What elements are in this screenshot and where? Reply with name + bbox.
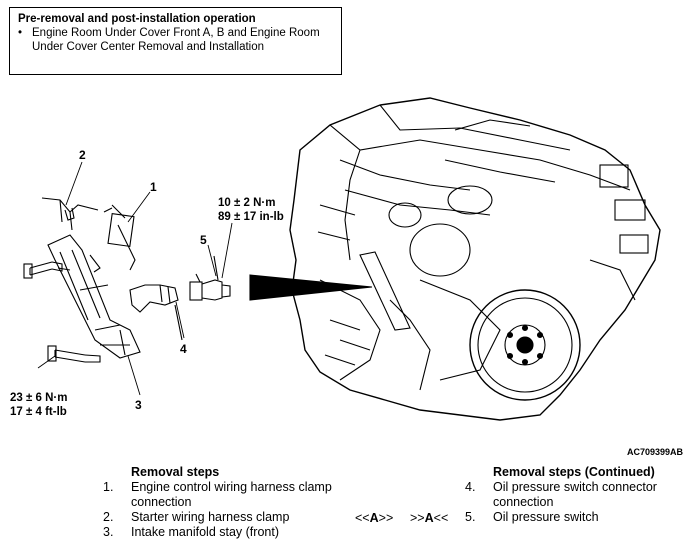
bolt-lower [47, 345, 101, 363]
callout-1: 1 [150, 180, 157, 194]
ref-left-pre: << [355, 511, 370, 525]
engine-illustration [289, 97, 661, 421]
pre-removal-item: • Engine Room Under Cover Front A, B and… [18, 26, 333, 54]
torque-spec-switch: 10 ± 2 N·m 89 ± 17 in-lb [218, 196, 284, 224]
step-num: 4. [465, 480, 476, 494]
ref-mark-right: >>A<< [410, 511, 448, 525]
ref-mark-left: <<A>> [355, 511, 393, 525]
bolt-upper [23, 261, 63, 279]
step-text: Starter wiring harness clamp [131, 510, 290, 524]
harness-clamp-part [41, 197, 99, 231]
step-5: 5. Oil pressure switch [465, 510, 685, 525]
step-text: Oil pressure switch [493, 510, 599, 524]
removal-cont-heading: Removal steps (Continued) [493, 465, 655, 479]
torque-ftlb-stay: 17 ± 4 ft-lb [10, 406, 67, 418]
torque-spec-stay: 23 ± 6 N·m 17 ± 4 ft-lb [10, 391, 67, 419]
bullet: • [18, 27, 23, 39]
step-3: 3. Intake manifold stay (front) [103, 525, 333, 540]
callout-5: 5 [200, 233, 207, 247]
step-2: 2. Starter wiring harness clamp [103, 510, 333, 525]
ref-right-pre: >> [410, 511, 425, 525]
intake-manifold-stay [47, 234, 141, 359]
step-1: 1. Engine control wiring harness clamp co… [103, 480, 333, 510]
pointer-arrow [249, 274, 373, 301]
torque-nm-stay: 23 ± 6 N·m [10, 392, 68, 404]
torque-nm-switch: 10 ± 2 N·m [218, 197, 276, 209]
removal-steps: Removal steps 1. Engine control wiring ha… [103, 465, 333, 540]
torque-inlb-switch: 89 ± 17 in-lb [218, 211, 284, 223]
callout-2: 2 [79, 148, 86, 162]
removal-heading: Removal steps [131, 465, 220, 479]
step-text: Engine control wiring harness clamp conn… [131, 480, 332, 509]
step-4: 4. Oil pressure switch connector connecti… [465, 480, 685, 510]
pre-removal-item-text: Engine Room Under Cover Front A, B and E… [32, 27, 320, 53]
step-num: 2. [103, 510, 114, 524]
pre-removal-title: Pre-removal and post-installation operat… [18, 13, 256, 25]
removal-steps-continued: Removal steps (Continued) 4. Oil pressure… [465, 465, 685, 525]
callout-4: 4 [180, 342, 187, 356]
pre-removal-box: Pre-removal and post-installation operat… [9, 7, 342, 75]
oil-pressure-connector [129, 284, 183, 341]
oil-pressure-switch [189, 255, 231, 301]
step-text: Oil pressure switch connector connection [493, 480, 657, 509]
ref-right-letter: A [424, 511, 434, 525]
wiring-connector-part [103, 204, 136, 271]
callout-3: 3 [135, 398, 142, 412]
ref-left-letter: A [369, 511, 379, 525]
step-num: 3. [103, 525, 114, 539]
step-num: 1. [103, 480, 114, 494]
step-text: Intake manifold stay (front) [131, 525, 279, 539]
figure-code: AC709399AB [626, 447, 683, 457]
step-num: 5. [465, 510, 476, 524]
ref-right-post: << [433, 511, 449, 525]
ref-left-post: >> [378, 511, 394, 525]
